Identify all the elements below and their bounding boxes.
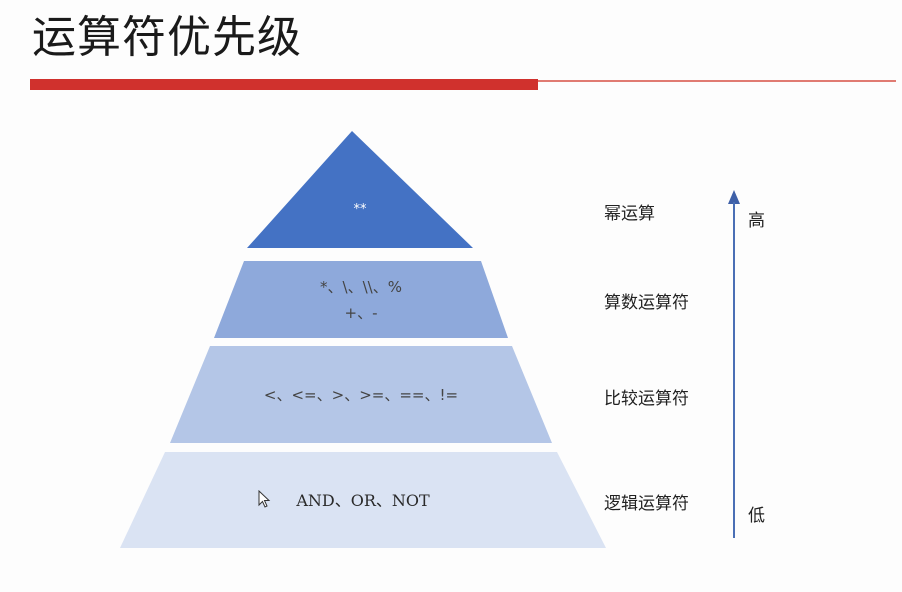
scale-low-label: 低: [748, 506, 765, 526]
tier-power-shape: [247, 131, 473, 248]
scale-high-label: 高: [748, 211, 765, 231]
label-arithmetic: 算数运算符: [604, 293, 689, 313]
tier-comparison-text: <、<=、>、>=、==、!=: [264, 386, 458, 404]
title-underline-accent: [30, 79, 538, 90]
mouse-cursor-icon: [258, 490, 271, 508]
label-logical: 逻辑运算符: [604, 494, 689, 514]
tier-comparison-shape: [170, 346, 552, 443]
precedence-arrow-head-icon: [728, 190, 740, 204]
label-power: 幂运算: [604, 204, 655, 224]
precedence-arrow-line: [733, 202, 735, 538]
tier-arithmetic-shape: [214, 261, 508, 338]
tier-logical-text: AND、OR、NOT: [295, 491, 430, 510]
label-comparison: 比较运算符: [604, 389, 689, 409]
tier-power-text: **: [354, 202, 368, 217]
tier-arithmetic-text-line1: *、\、\\、%: [320, 278, 402, 296]
slide-title: 运算符优先级: [32, 12, 302, 63]
tier-arithmetic-text-line2: +、-: [345, 304, 378, 322]
tier-logical-shape: [120, 452, 606, 548]
